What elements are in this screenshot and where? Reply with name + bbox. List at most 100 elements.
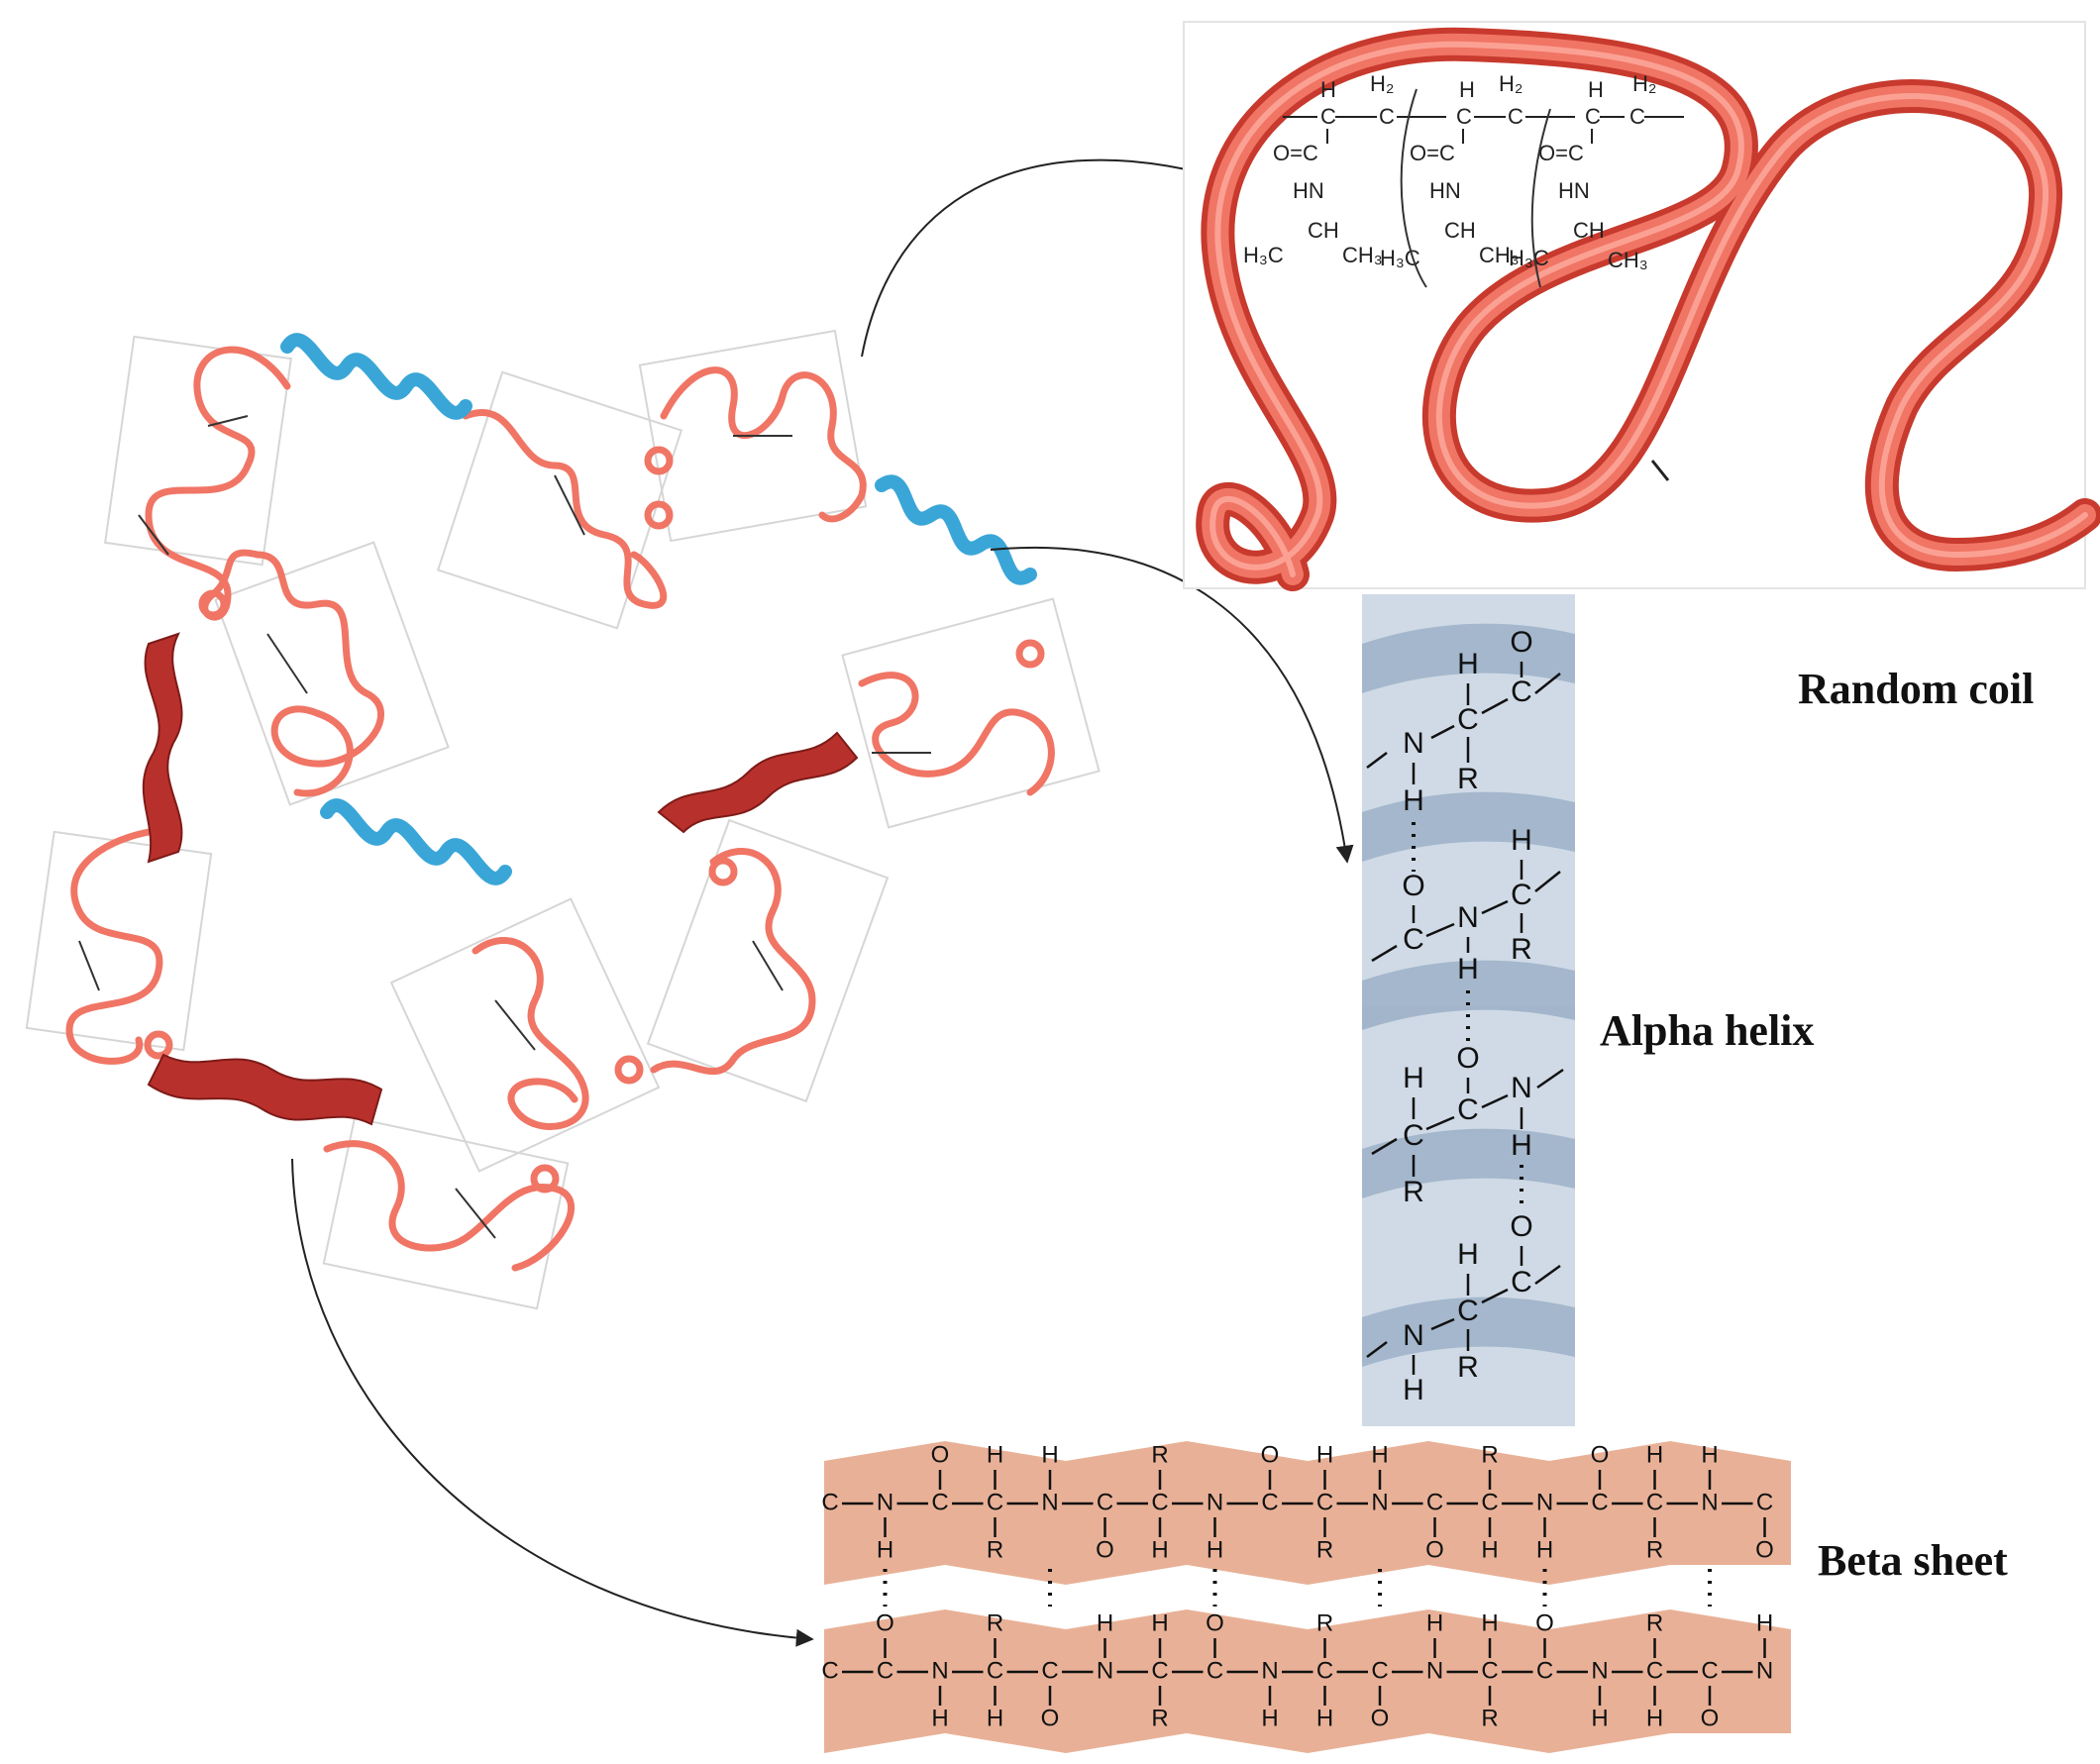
coil-chem-methyl-right-3: CH₃ — [1608, 248, 1648, 272]
beta-top-backbone-c: C — [931, 1489, 948, 1515]
beta-top-backbone-c: C — [1591, 1489, 1608, 1515]
beta-top-backbone-n: N — [1701, 1489, 1718, 1515]
coil-chem-ch2-1: H₂ — [1370, 71, 1394, 96]
helix-atom-n: N — [1403, 727, 1424, 760]
coil-chem-ch-2: CH — [1444, 218, 1476, 243]
helix-atom-n: N — [1403, 1319, 1424, 1352]
arrow-to-random-coil — [861, 158, 1206, 358]
beta-bottom-backbone-c: C — [1151, 1657, 1168, 1684]
beta-bottom-backbone-c: C — [821, 1657, 838, 1684]
beta-top-backbone-n: N — [1207, 1489, 1223, 1515]
beta-top-sub-h: H — [1371, 1441, 1388, 1468]
coil-chem-carbonyl-2: O=C — [1410, 141, 1455, 165]
helix-atom-n: N — [1511, 1072, 1532, 1104]
helix-atom-r: R — [1457, 763, 1479, 795]
beta-top-backbone-n: N — [1371, 1489, 1388, 1515]
helix-atom-h: H — [1403, 1374, 1424, 1406]
beta-sheet-label: Beta sheet — [1818, 1536, 2008, 1585]
beta-bottom-sub-h: H — [1316, 1705, 1333, 1731]
helix-atom-h: H — [1511, 824, 1532, 857]
beta-bottom-backbone-n: N — [1756, 1657, 1773, 1684]
beta-top-sub-o: O — [931, 1441, 950, 1468]
covalent-bond — [1366, 752, 1388, 769]
random-coil-panel: H H H H₂ H₂ H₂ C C C C C C O=C O=C O=C H… — [1183, 21, 2100, 591]
beta-top-sub-o: O — [1591, 1441, 1610, 1468]
beta-bottom-sub-h: H — [1261, 1705, 1278, 1731]
beta-top-backbone-c: C — [1426, 1489, 1443, 1515]
beta-bottom-backbone-c: C — [1207, 1657, 1223, 1684]
helix-atom-h: H — [1403, 1062, 1424, 1094]
beta-top-sub-h: H — [1041, 1441, 1058, 1468]
helix-atom-c: C — [1457, 703, 1479, 736]
covalent-bond — [1481, 697, 1509, 715]
beta-top-sub-r: R — [987, 1536, 1003, 1563]
random-coil-chemical-structure: H H H H₂ H₂ H₂ C C C C C C O=C O=C O=C H… — [1243, 71, 1684, 288]
beta-top-backbone-n: N — [1536, 1489, 1553, 1515]
beta-top-backbone-c: C — [987, 1489, 1003, 1515]
beta-top-sub-h: H — [877, 1536, 893, 1563]
beta-bottom-backbone-c: C — [987, 1657, 1003, 1684]
beta-bottom-sub-o: O — [876, 1609, 894, 1636]
beta-bottom-sub-h: H — [1426, 1609, 1443, 1636]
beta-bottom-sub-h: H — [1756, 1609, 1773, 1636]
beta-top-backbone-c: C — [1481, 1489, 1498, 1515]
beta-bottom-sub-h: H — [931, 1705, 948, 1731]
beta-top-sub-o: O — [1755, 1536, 1774, 1563]
helix-atom-h: H — [1403, 784, 1424, 817]
beta-bottom-backbone-c: C — [1536, 1657, 1553, 1684]
covalent-bond — [1366, 1341, 1388, 1358]
beta-bottom-sub-h: H — [1151, 1609, 1168, 1636]
coil-chem-methyl-left-1: H₃C — [1243, 243, 1284, 267]
covalent-bond — [1534, 673, 1561, 694]
covalent-bond — [1430, 724, 1455, 740]
arrow-to-beta-sheet — [291, 1158, 814, 1647]
beta-top-sub-h: H — [987, 1441, 1003, 1468]
beta-top-sub-h: H — [1207, 1536, 1223, 1563]
beta-bottom-backbone-n: N — [931, 1657, 948, 1684]
beta-bottom-sub-r: R — [1151, 1705, 1168, 1731]
connector-arrows — [291, 158, 1354, 1647]
coil-chem-backbone-c-3: C — [1456, 104, 1472, 129]
alpha-helix-label: Alpha helix — [1600, 1006, 1815, 1055]
helix-atom-o: O — [1510, 626, 1532, 659]
helix-atom-c: C — [1511, 675, 1532, 708]
coil-chem-backbone-c-6: C — [1629, 104, 1645, 129]
beta-top-sub-o: O — [1261, 1441, 1280, 1468]
coil-chem-methyl-right-2: CH₃ — [1479, 243, 1520, 267]
helix-atom-c: C — [1457, 1295, 1479, 1327]
beta-bottom-sub-o: O — [1535, 1609, 1554, 1636]
protein-chain-schematic — [25, 329, 1101, 1310]
coil-chem-ch2-2: H₂ — [1499, 71, 1522, 96]
coil-chem-ch-3: CH — [1573, 218, 1605, 243]
beta-top-backbone-c: C — [1756, 1489, 1773, 1515]
beta-bottom-sub-o: O — [1206, 1609, 1224, 1636]
random-coil-label: Random coil — [1798, 665, 2035, 713]
beta-bottom-sub-r: R — [1481, 1705, 1498, 1731]
beta-bottom-sub-h: H — [1481, 1609, 1498, 1636]
coil-chem-ch-1: CH — [1308, 218, 1339, 243]
coil-chem-carbonyl-1: O=C — [1273, 141, 1318, 165]
beta-strand-band-top — [824, 1441, 1791, 1585]
beta-bottom-sub-o: O — [1371, 1705, 1390, 1731]
beta-top-sub-h: H — [1701, 1441, 1718, 1468]
beta-top-sub-h: H — [1481, 1536, 1498, 1563]
beta-bottom-sub-h: H — [987, 1705, 1003, 1731]
helix-atom-h: H — [1511, 1129, 1532, 1162]
covalent-bond — [1534, 871, 1561, 892]
beta-top-backbone-c: C — [821, 1489, 838, 1515]
coil-chem-top-h-3: H — [1588, 77, 1604, 102]
beta-top-backbone-c: C — [1646, 1489, 1663, 1515]
beta-bottom-backbone-c: C — [1316, 1657, 1333, 1684]
beta-top-backbone-c: C — [1097, 1489, 1113, 1515]
helix-atom-c: C — [1457, 1093, 1479, 1126]
beta-top-backbone-n: N — [1041, 1489, 1058, 1515]
covalent-bond — [1371, 1137, 1398, 1156]
beta-bottom-sub-o: O — [1041, 1705, 1060, 1731]
coil-segments — [65, 346, 1055, 1272]
coil-chem-methyl-left-2: H₃C — [1380, 246, 1420, 270]
beta-top-sub-h: H — [1536, 1536, 1553, 1563]
covalent-bond — [1371, 944, 1398, 963]
